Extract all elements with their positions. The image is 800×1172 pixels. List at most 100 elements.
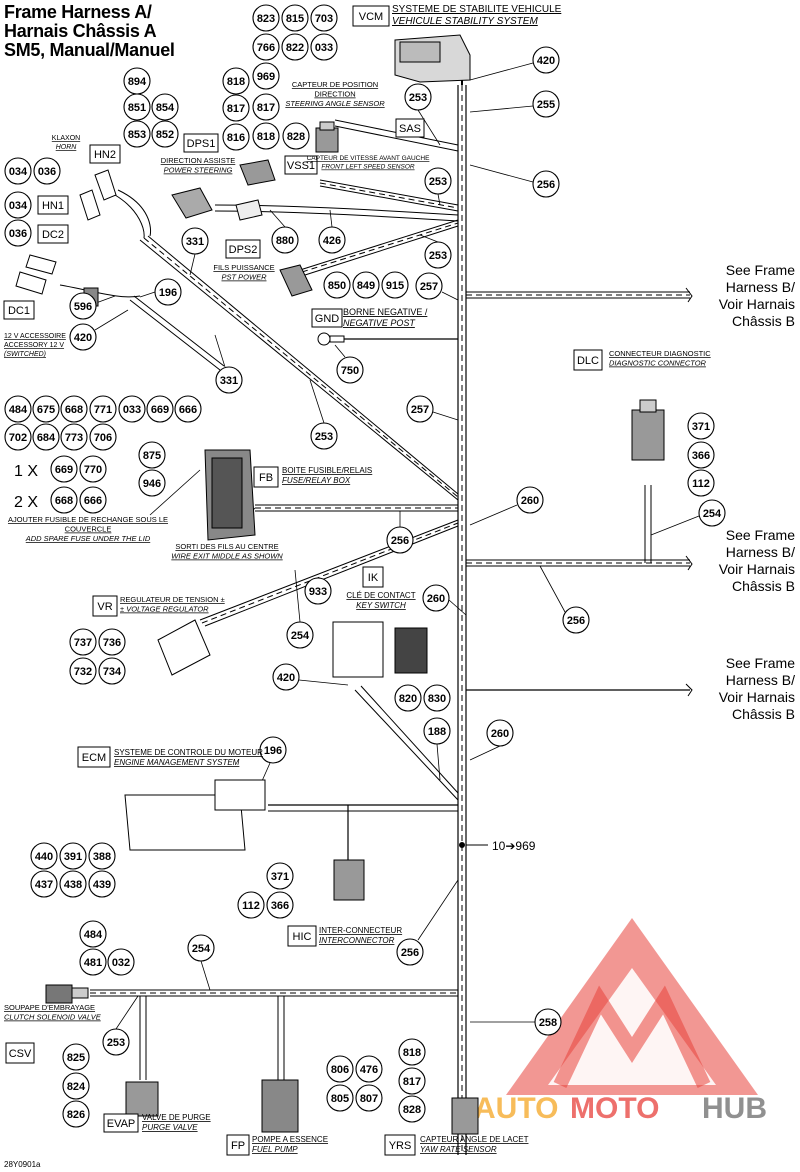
- ref-label: 256: [391, 535, 409, 547]
- caption-line: STEERING ANGLE SENSOR: [285, 99, 385, 108]
- ref-label: 256: [401, 947, 419, 959]
- ref-circle: [398, 1067, 426, 1095]
- see-line: See Frame: [726, 655, 795, 671]
- ref-bubble-r260a: 260: [516, 486, 544, 514]
- ref-bubble-r255: 255: [532, 90, 560, 118]
- ref-circle: [88, 870, 116, 898]
- ref-label: 481: [84, 957, 102, 969]
- ref-label: 034: [9, 200, 28, 212]
- leader-254b: [294, 569, 301, 623]
- leader-spare: [149, 469, 201, 516]
- code-label: HN1: [42, 200, 64, 212]
- caption-line: CLÉ DE CONTACT: [346, 591, 415, 600]
- ref-bubble-r439: 439: [88, 870, 116, 898]
- multiplier-1x: 1 X: [14, 463, 38, 480]
- leader-260a: [469, 504, 518, 526]
- ref-label: 766: [257, 42, 275, 54]
- ref-label: 666: [179, 404, 197, 416]
- ref-label: 331: [220, 375, 238, 387]
- ref-label: 253: [107, 1037, 125, 1049]
- code-box-c-sas: SAS: [395, 118, 425, 138]
- ref-circle: [187, 934, 215, 962]
- ref-circle: [32, 395, 60, 423]
- ref-circle: [336, 356, 364, 384]
- code-box-c-yrs: YRS: [384, 1134, 416, 1156]
- ref-circle: [79, 455, 107, 483]
- ref-bubble-r675: 675: [32, 395, 60, 423]
- code-label: HN2: [94, 149, 116, 161]
- ref-circle: [88, 842, 116, 870]
- ref-label: 260: [491, 728, 509, 740]
- ref-bubble-r828a: 828: [282, 122, 310, 150]
- ref-bubble-r260b: 260: [422, 584, 450, 612]
- ref-bubble-r849: 849: [352, 271, 380, 299]
- ref-circle: [252, 33, 280, 61]
- ref-bubble-r750: 750: [336, 356, 364, 384]
- ref-bubble-r253d: 253: [310, 422, 338, 450]
- ref-bubble-r253a: 253: [404, 83, 432, 111]
- ref-bubble-r420c: 420: [272, 663, 300, 691]
- caption-line: CLUTCH SOLENOID VALVE: [4, 1013, 102, 1022]
- see-line: Châssis B: [732, 313, 795, 329]
- ref-bubble-r388: 388: [88, 842, 116, 870]
- see-line: Voir Harnais: [719, 689, 795, 705]
- code-frame: [226, 1134, 250, 1156]
- leader-750: [334, 344, 346, 358]
- see-line: Voir Harnais: [719, 296, 795, 312]
- title-line-3: SM5, Manual/Manuel: [4, 40, 175, 60]
- ref-label: 391: [64, 851, 82, 863]
- code-label: DC1: [8, 305, 30, 317]
- ref-circle: [282, 122, 310, 150]
- ref-bubble-r933: 933: [304, 577, 332, 605]
- ecm-module: [124, 779, 266, 851]
- ref-bubble-r770: 770: [79, 455, 107, 483]
- caption-line: REGULATEUR DE TENSION ±: [120, 595, 225, 604]
- figure-code: 28Y0901a: [4, 1160, 41, 1169]
- ref-label: 256: [567, 615, 585, 627]
- ref-label: 196: [159, 287, 177, 299]
- ref-label: 255: [537, 99, 555, 111]
- leader-253a: [417, 109, 441, 146]
- ref-bubble-r254c: 254: [187, 934, 215, 962]
- ref-circle: [310, 4, 338, 32]
- ref-label: 257: [411, 404, 429, 416]
- ref-circle: [266, 862, 294, 890]
- ref-bubble-r033b: 033: [118, 395, 146, 423]
- ref-label: 675: [37, 404, 55, 416]
- code-box-c-dc2: DC2: [37, 224, 69, 244]
- ref-circle: [532, 90, 560, 118]
- leader-257a: [441, 291, 459, 301]
- ref-circle: [79, 920, 107, 948]
- ref-label: 253: [315, 431, 333, 443]
- dc2-connector: [25, 254, 57, 275]
- ref-circle: [304, 577, 332, 605]
- ref-circle: [69, 323, 97, 351]
- ref-circle: [222, 67, 250, 95]
- ref-label: 894: [128, 76, 147, 88]
- ref-label: 196: [264, 745, 282, 757]
- ref-label: 112: [242, 900, 260, 912]
- ref-circle: [687, 412, 715, 440]
- ref-bubble-r894: 894: [123, 67, 151, 95]
- ref-bubble-r420a: 420: [532, 46, 560, 74]
- ref-bubble-r824: 824: [62, 1072, 90, 1100]
- ref-label: 033: [123, 404, 141, 416]
- ref-label: 669: [151, 404, 169, 416]
- ref-label: 668: [55, 495, 73, 507]
- ref-label: 256: [537, 179, 555, 191]
- ref-label: 880: [276, 235, 294, 247]
- ref-bubble-r669a: 669: [146, 395, 174, 423]
- caption-line: NEGATIVE POST: [343, 318, 416, 328]
- ref-circle: [32, 423, 60, 451]
- ref-bubble-r852: 852: [151, 120, 179, 148]
- code-box-c-hic: HIC: [287, 925, 317, 947]
- key-switch: [332, 621, 428, 678]
- ref-label: 771: [94, 404, 112, 416]
- see-line: Châssis B: [732, 706, 795, 722]
- ref-bubble-r331b: 331: [215, 366, 243, 394]
- code-label: ECM: [82, 752, 106, 764]
- ref-bubble-r820: 820: [394, 684, 422, 712]
